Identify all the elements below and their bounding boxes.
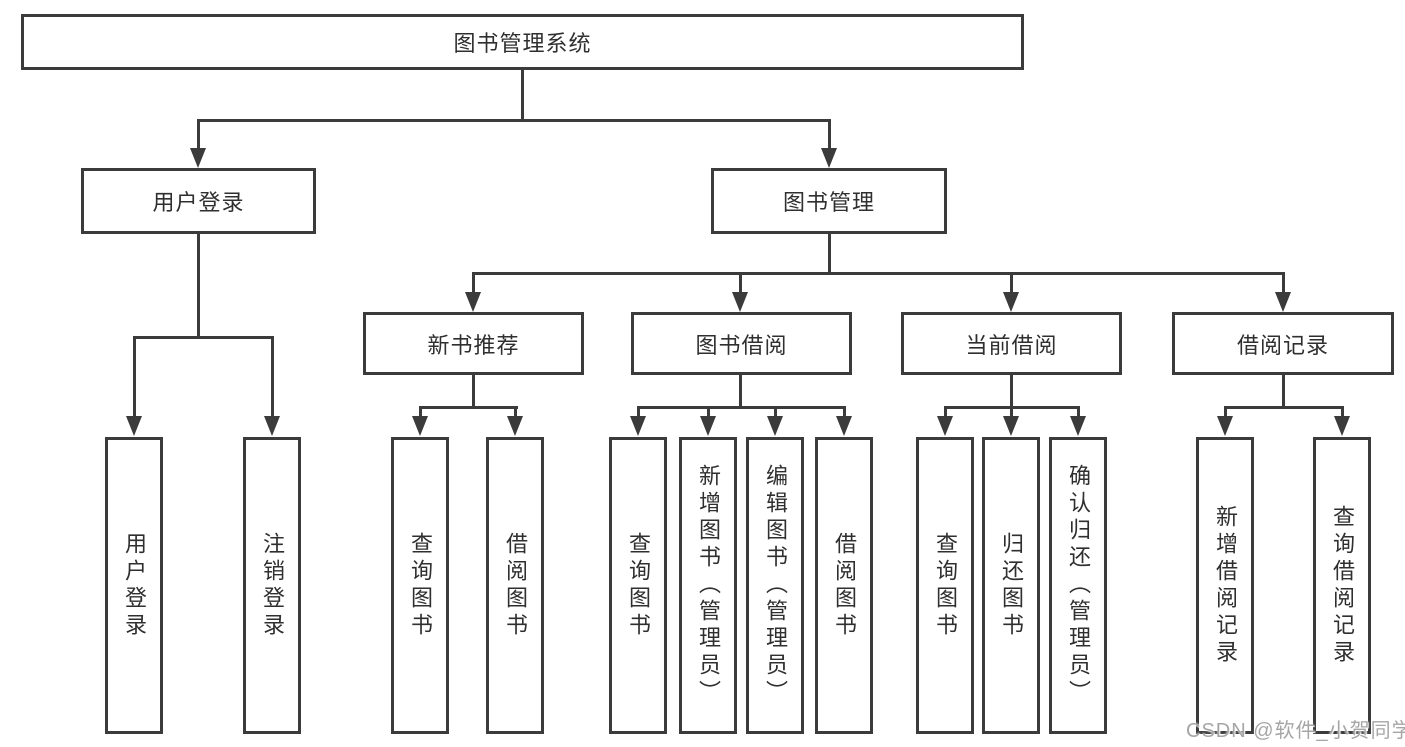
connector-line	[133, 336, 274, 339]
connector-line	[271, 336, 274, 420]
connector-line	[1010, 272, 1013, 296]
node-book-borrowing: 图书借阅	[631, 312, 852, 375]
connector-line	[521, 70, 524, 122]
leaf-label: 用户登录	[122, 531, 147, 640]
leaf-label: 编辑图书（管理员）	[763, 464, 788, 707]
arrowhead-down	[412, 416, 428, 436]
arrowhead-down	[465, 292, 481, 312]
node-label: 新书推荐	[427, 332, 520, 358]
arrowhead-down	[1275, 292, 1291, 312]
connector-line	[197, 119, 200, 152]
leaf-add-book-admin: 新增图书（管理员）	[679, 437, 737, 734]
node-label: 用户登录	[152, 190, 245, 215]
arrowhead-down	[1003, 416, 1019, 436]
connector-line	[419, 406, 422, 420]
arrowhead-down	[937, 416, 953, 436]
node-user-login: 用户登录	[81, 168, 316, 234]
connector-line	[739, 375, 742, 409]
connector-line	[828, 234, 831, 275]
arrowhead-down	[836, 416, 852, 436]
connector-line	[828, 119, 831, 152]
leaf-query-books-current: 查询图书	[916, 437, 974, 734]
arrowhead-down	[1334, 416, 1350, 436]
leaf-label: 归还图书	[999, 531, 1024, 640]
connector-line	[1224, 406, 1227, 420]
node-new-book-recommend: 新书推荐	[363, 312, 584, 375]
node-label: 当前借阅	[965, 332, 1058, 358]
leaf-label: 借阅图书	[832, 531, 857, 640]
arrowhead-down	[1003, 292, 1019, 312]
connector-line	[774, 406, 777, 420]
arrowhead-down	[630, 416, 646, 436]
connector-line	[843, 406, 846, 420]
leaf-label: 查询图书	[933, 531, 958, 640]
connector-line	[1341, 406, 1344, 420]
connector-line	[472, 375, 475, 409]
leaf-label: 查询图书	[408, 531, 433, 640]
leaf-borrow-books-borrowing: 借阅图书	[815, 437, 873, 734]
arrowhead-down	[1070, 416, 1086, 436]
leaf-return-book: 归还图书	[982, 437, 1040, 734]
connector-line	[472, 272, 475, 296]
arrowhead-down	[700, 416, 716, 436]
leaf-user-login: 用户登录	[105, 437, 163, 734]
connector-line	[1282, 375, 1285, 409]
leaf-edit-book-admin: 编辑图书（管理员）	[746, 437, 804, 734]
connector-line	[739, 272, 742, 296]
node-current-borrowing: 当前借阅	[901, 312, 1122, 375]
leaf-label: 查询借阅记录	[1330, 504, 1355, 667]
leaf-query-books-borrowing: 查询图书	[609, 437, 667, 734]
connector-line	[707, 406, 710, 420]
connector-line	[1010, 406, 1013, 420]
arrowhead-down	[767, 416, 783, 436]
connector-line	[1077, 406, 1080, 420]
connector-line	[1224, 406, 1344, 409]
leaf-add-borrow-record: 新增借阅记录	[1196, 437, 1254, 734]
arrowhead-down	[190, 148, 206, 168]
root-node-box: 图书管理系统	[21, 14, 1024, 70]
node-label: 借阅记录	[1236, 332, 1329, 358]
csdn-watermark: CSDN @软件_小贺同学	[1186, 720, 1405, 742]
connector-line	[514, 406, 517, 420]
connector-line	[944, 406, 947, 420]
arrowhead-down	[821, 148, 837, 168]
leaf-borrow-books-recommend: 借阅图书	[486, 437, 544, 734]
arrowhead-down	[264, 416, 280, 436]
connector-line	[472, 272, 1285, 275]
leaf-label: 新增借阅记录	[1213, 504, 1238, 667]
leaf-query-books-recommend: 查询图书	[391, 437, 449, 734]
leaf-label: 注销登录	[260, 531, 285, 640]
connector-line	[133, 336, 136, 420]
leaf-label: 查询图书	[626, 531, 651, 640]
leaf-logout: 注销登录	[243, 437, 301, 734]
leaf-label: 新增图书（管理员）	[696, 464, 721, 707]
leaf-confirm-return-admin: 确认归还（管理员）	[1049, 437, 1107, 734]
node-borrowing-records: 借阅记录	[1172, 312, 1394, 375]
leaf-label: 借阅图书	[503, 531, 528, 640]
arrowhead-down	[126, 416, 142, 436]
arrowhead-down	[1217, 416, 1233, 436]
connector-line	[1282, 272, 1285, 296]
leaf-label: 确认归还（管理员）	[1066, 464, 1091, 707]
node-label: 图书管理	[782, 190, 875, 215]
connector-line	[197, 234, 200, 339]
node-book-management: 图书管理	[711, 168, 947, 234]
node-label: 图书借阅	[695, 332, 788, 358]
connector-line	[637, 406, 640, 420]
connector-line	[419, 406, 518, 409]
root-node-label: 图书管理系统	[453, 31, 592, 56]
connector-line	[1010, 375, 1013, 409]
connector-line	[637, 406, 846, 409]
arrowhead-down	[732, 292, 748, 312]
arrowhead-down	[507, 416, 523, 436]
leaf-query-borrow-record: 查询借阅记录	[1313, 437, 1371, 734]
connector-line	[197, 119, 831, 122]
